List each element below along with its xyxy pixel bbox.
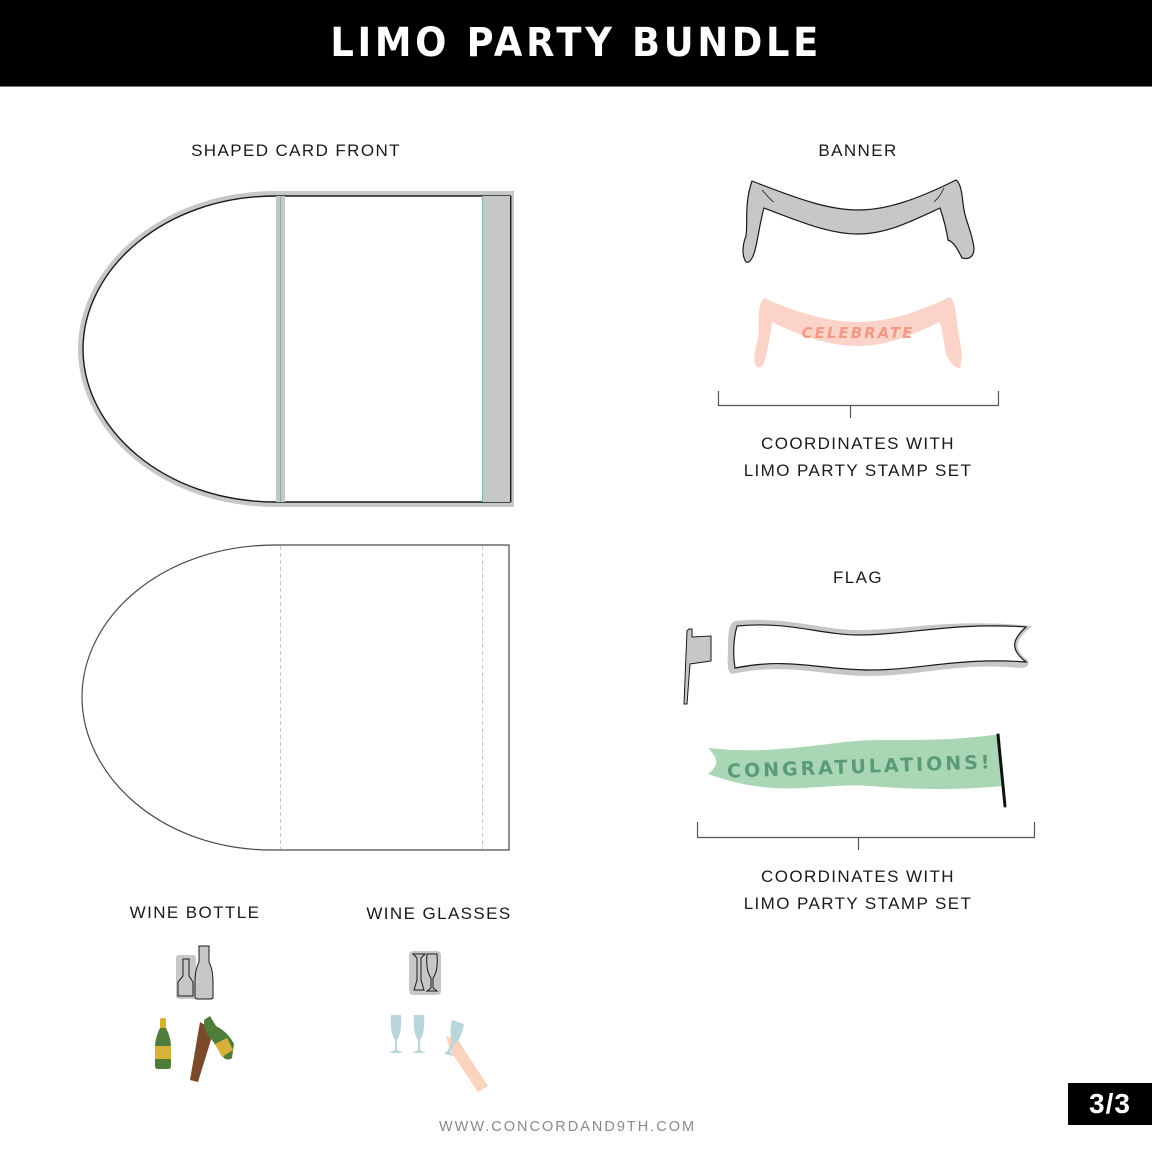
header-bar: LIMO PARTY BUNDLE	[0, 0, 1152, 87]
page-title: LIMO PARTY BUNDLE	[330, 20, 822, 66]
banner-coordinates-note: COORDINATES WITH LIMO PARTY STAMP SET	[744, 430, 973, 484]
flag-label: FLAG	[832, 568, 884, 587]
website-url[interactable]: WWW.CONCORDAND9TH.COM	[439, 1119, 697, 1135]
celebrate-stamp-text: CELEBRATE	[802, 324, 915, 342]
shaped-card-front-label: SHAPED CARD FRONT	[191, 141, 401, 160]
flag-coordinates-note: COORDINATES WITH LIMO PARTY STAMP SET	[744, 863, 973, 917]
coordinates-line-2: LIMO PARTY STAMP SET	[743, 461, 973, 480]
wine-glasses-label: WINE GLASSES	[366, 904, 512, 923]
coordinates-line-2: LIMO PARTY STAMP SET	[743, 894, 973, 913]
banner-label: BANNER	[818, 141, 898, 160]
page-indicator: 3/3	[1068, 1083, 1152, 1125]
wine-bottle-label: WINE BOTTLE	[129, 903, 261, 922]
coordinates-line-1: COORDINATES WITH	[761, 434, 955, 453]
coordinates-line-1: COORDINATES WITH	[761, 867, 955, 886]
